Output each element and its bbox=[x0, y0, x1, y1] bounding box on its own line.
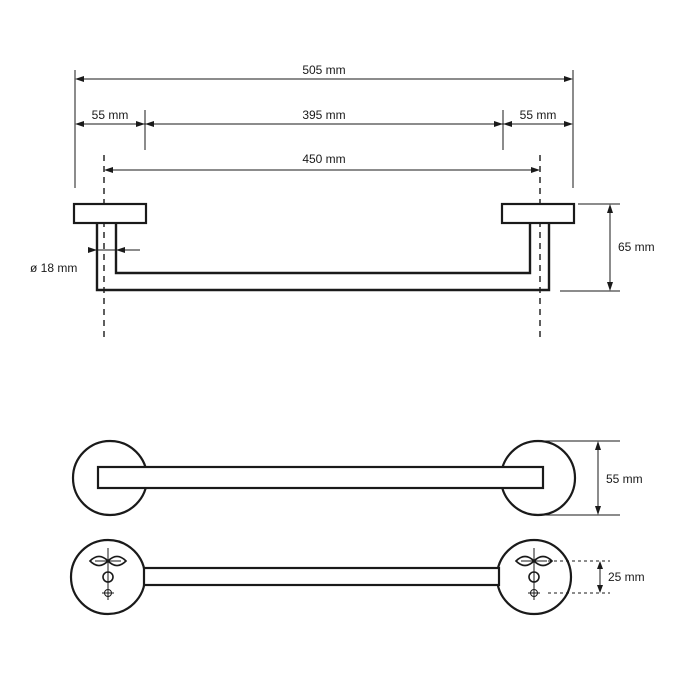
dim-rod-diameter: ø 18 mm bbox=[30, 261, 77, 275]
arrow-head bbox=[595, 506, 601, 515]
dim-bar-span: 395 mm bbox=[302, 108, 345, 122]
keyhole-slot-icon bbox=[514, 555, 554, 567]
dim-fixing-spacing: 25 mm bbox=[608, 570, 645, 584]
arrow-head bbox=[531, 167, 540, 173]
wall-plate-right bbox=[500, 202, 576, 225]
dim-projection-depth: 65 mm bbox=[618, 240, 655, 254]
arrow-head bbox=[88, 247, 97, 253]
arrow-head bbox=[104, 167, 113, 173]
rod-inner-outline bbox=[114, 223, 532, 275]
arrow-head bbox=[145, 121, 154, 127]
arrow-head bbox=[597, 585, 603, 593]
arrow-head bbox=[75, 121, 84, 127]
bar-back-view bbox=[142, 566, 501, 587]
dim-center-distance: 450 mm bbox=[302, 152, 345, 166]
side-view: 505 mm 55 mm 395 mm 55 mm 450 mm ø 18 mm bbox=[30, 63, 655, 340]
arrow-head bbox=[595, 441, 601, 450]
arrow-head bbox=[494, 121, 503, 127]
arrow-head bbox=[607, 282, 613, 291]
dim-left-flange: 55 mm bbox=[92, 108, 129, 122]
arrow-head bbox=[136, 121, 145, 127]
dim-total-length: 505 mm bbox=[302, 63, 345, 77]
mounting-view: 25 mm bbox=[69, 538, 645, 616]
rod-outer-outline bbox=[95, 223, 551, 292]
arrow-head bbox=[597, 561, 603, 569]
arrow-head bbox=[503, 121, 512, 127]
arrow-head bbox=[116, 247, 125, 253]
keyhole-slot-icon bbox=[88, 555, 128, 567]
dim-right-flange: 55 mm bbox=[520, 108, 557, 122]
wall-plate-left bbox=[72, 202, 148, 225]
screw-hole-icon bbox=[528, 571, 540, 583]
dim-rosette-diameter: 55 mm bbox=[606, 472, 643, 486]
fixing-holes-left bbox=[88, 548, 128, 600]
arrow-head bbox=[564, 121, 573, 127]
top-view: 55 mm bbox=[71, 439, 643, 517]
bar-top-view bbox=[96, 465, 545, 490]
arrow-head bbox=[607, 204, 613, 213]
arrow-head bbox=[75, 76, 84, 82]
screw-hole-icon bbox=[102, 571, 114, 583]
fixing-holes-right bbox=[514, 548, 554, 600]
arrow-head bbox=[564, 76, 573, 82]
